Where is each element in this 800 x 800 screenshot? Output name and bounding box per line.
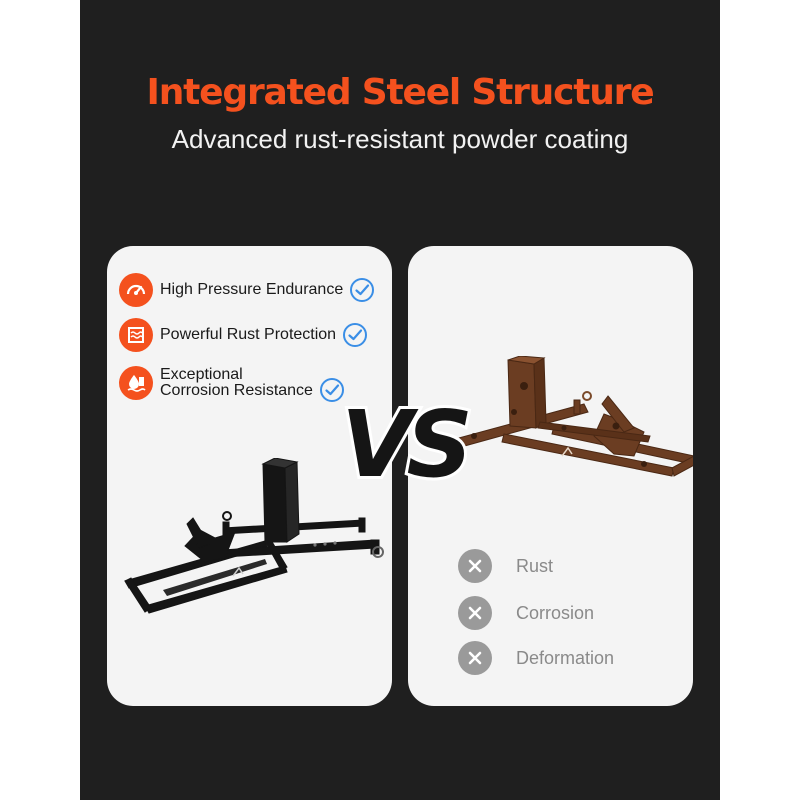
vs-label: VS <box>341 391 468 498</box>
checkmark-icon <box>343 323 368 347</box>
drawback-label: Deformation <box>516 647 615 668</box>
coated-stand-card: High Pressure Endurance Powerful Rust Pr… <box>107 246 392 706</box>
rusty-wheel-chock-image <box>444 356 693 477</box>
corrosion-drop-icon <box>119 366 153 400</box>
checkmark-icon <box>350 278 375 302</box>
feature-label: Powerful Rust Protection <box>160 326 337 343</box>
feature-label: Exceptional Corrosion Resistance <box>160 366 313 399</box>
rust-shield-icon <box>119 318 153 352</box>
drawback-item: Corrosion <box>458 596 594 630</box>
drawback-label: Rust <box>516 555 554 576</box>
checkmark-icon <box>319 378 344 402</box>
product-banner: Integrated Steel Structure Advanced rust… <box>80 0 720 800</box>
vs-badge: VS <box>338 390 474 500</box>
drawback-label: Corrosion <box>516 602 595 623</box>
pressure-gauge-icon <box>119 273 153 307</box>
page-subtitle: Advanced rust-resistant powder coating <box>171 124 629 154</box>
coated-wheel-chock-image <box>124 458 384 614</box>
page-title: Integrated Steel Structure <box>146 72 655 113</box>
feature-item: Exceptional Corrosion Resistance <box>119 363 345 403</box>
feature-item: High Pressure Endurance <box>119 273 375 307</box>
rusty-stand-card: Rust Corrosion Deformation <box>408 246 693 706</box>
feature-item: Powerful Rust Protection <box>119 318 368 352</box>
drawback-item: Rust <box>458 549 553 583</box>
drawback-item: Deformation <box>458 641 614 675</box>
feature-label: High Pressure Endurance <box>160 281 344 298</box>
cross-icon <box>458 641 492 675</box>
cross-icon <box>458 596 492 630</box>
cross-icon <box>458 549 492 583</box>
